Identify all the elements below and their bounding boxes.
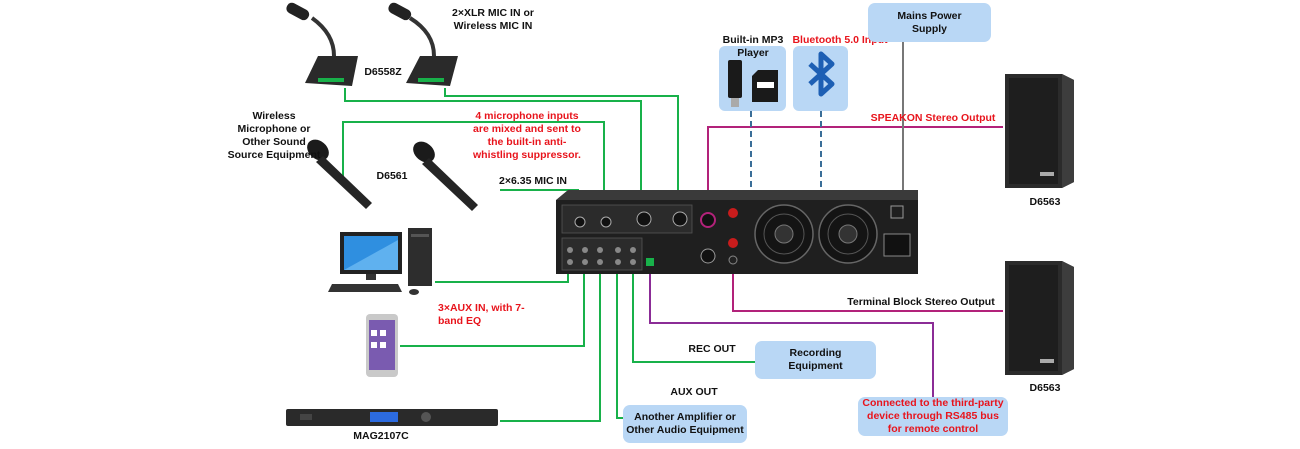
rs485-cable — [649, 268, 934, 398]
desktop-microphone-icon — [388, 2, 458, 86]
recording-equipment-box: Recording Equipment — [755, 341, 876, 379]
loudspeaker-icon — [1005, 261, 1074, 375]
wireless-source-label: Wireless Microphone or Other Sound Sourc… — [227, 110, 321, 161]
mic-cable-d6558z-1 — [344, 88, 642, 198]
computer-icon — [328, 228, 432, 295]
handheld-microphone-icon — [307, 139, 372, 209]
rec-out-label: REC OUT — [688, 343, 736, 355]
desktop-microphone-icon — [286, 2, 358, 86]
mic-635-in-label: 2×6.35 MIC IN — [499, 175, 567, 187]
aux-in-label: 3×AUX IN, with 7- band EQ — [438, 302, 525, 327]
aux-out-cable — [616, 262, 623, 419]
usb-drive-icon — [728, 60, 742, 107]
mains-power-box: Mains Power Supply — [868, 3, 991, 42]
bluetooth-icon — [808, 51, 835, 97]
d6563-top-label: D6563 — [1029, 196, 1061, 208]
speakon-output-label: SPEAKON Stereo Output — [870, 112, 996, 124]
d6558z-label: D6558Z — [364, 66, 402, 78]
sd-card-icon — [752, 70, 778, 102]
xlr-mic-in-label: 2×XLR MIC IN or Wireless MIC IN — [452, 7, 534, 32]
mic-inputs-note: 4 microphone inputs are mixed and sent t… — [473, 110, 581, 161]
aux-out-label: AUX OUT — [670, 386, 718, 398]
bluetooth-label: Bluetooth 5.0 Input — [792, 34, 888, 46]
aux-cable-computer — [435, 262, 569, 283]
rec-out-cable — [632, 262, 755, 363]
aux-cable-phone — [400, 262, 585, 347]
handheld-microphone-icon — [413, 141, 478, 211]
mic-cable-d6561-1 — [342, 121, 605, 210]
mic-cable-d6558z-2 — [444, 88, 679, 212]
speakon-cable — [707, 126, 1003, 218]
amplifier-rear-panel-icon — [556, 190, 918, 274]
d6563-bottom-label: D6563 — [1029, 382, 1061, 394]
aux-cable-mag2107c — [500, 262, 601, 422]
mp3-player-label: Built-in MP3 Player — [722, 34, 784, 59]
rs485-note-box: Connected to the third-party device thro… — [858, 397, 1008, 436]
media-player-icon — [286, 409, 498, 426]
another-amplifier-box: Another Amplifier or Other Audio Equipme… — [623, 405, 747, 443]
loudspeaker-icon — [1005, 74, 1074, 188]
d6561-label: D6561 — [376, 170, 408, 182]
smartphone-icon — [366, 314, 398, 377]
terminal-output-label: Terminal Block Stereo Output — [847, 296, 995, 308]
mag2107c-label: MAG2107C — [353, 430, 409, 442]
